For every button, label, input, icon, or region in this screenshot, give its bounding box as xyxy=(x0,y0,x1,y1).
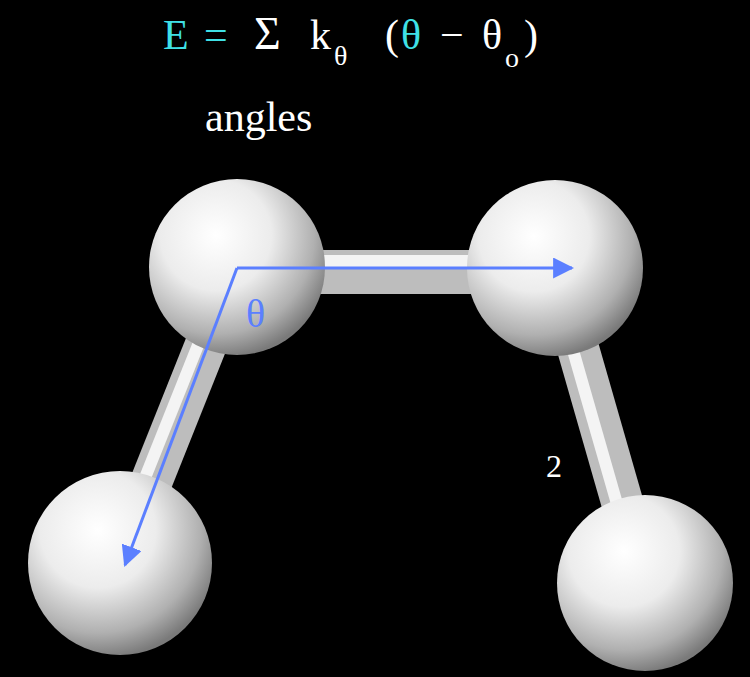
angle-label: θ xyxy=(246,294,265,334)
minus-sign: − xyxy=(440,14,464,56)
subscript: θ xyxy=(334,42,347,70)
sum-symbol: Σ xyxy=(254,11,281,57)
exponent: 2 xyxy=(546,450,562,482)
sum-index: angles xyxy=(205,96,312,138)
angle-variable: θ xyxy=(401,14,421,56)
equals-sign: = xyxy=(204,14,228,56)
subscript: o xyxy=(505,44,519,72)
parenthesis: ) xyxy=(524,14,538,56)
force-constant: k xyxy=(310,14,331,56)
reference-angle: θ xyxy=(482,14,502,56)
parenthesis: ( xyxy=(385,14,399,56)
atom-spheres xyxy=(28,179,733,671)
energy-symbol: E xyxy=(163,14,189,56)
angle-arrows xyxy=(125,268,572,565)
